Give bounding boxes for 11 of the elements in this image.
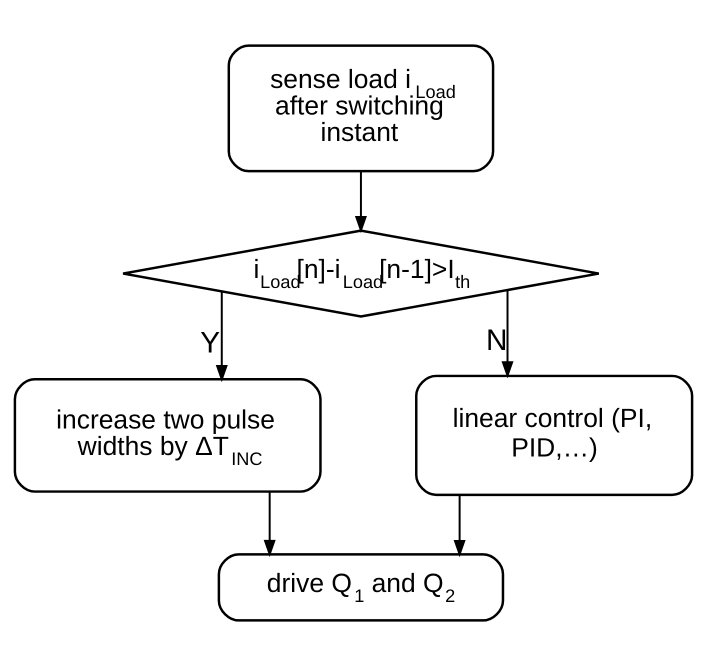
node-box: drive Q$_{1}$ and Q$_{2}$ — [218, 553, 504, 622]
arrow — [216, 291, 228, 382]
edge-label: Y — [200, 326, 220, 360]
arrow — [354, 171, 367, 234]
edge-label: N — [486, 324, 508, 358]
arrow — [454, 495, 466, 558]
node-box: increase two pulse widths by ΔT$_{INC}$ — [14, 378, 322, 493]
node-box: sense load i$_{Load}$ after switching instant — [228, 44, 494, 172]
arrow — [502, 290, 514, 378]
arrow — [264, 492, 276, 558]
node-box: linear control (PI, PID,…) — [415, 374, 694, 496]
